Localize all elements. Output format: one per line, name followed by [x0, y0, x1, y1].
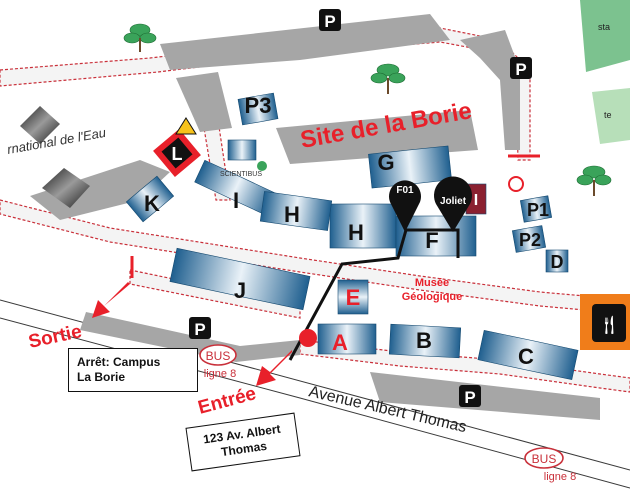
marker-f01[interactable]: F01 [389, 180, 421, 232]
building-b [388, 323, 462, 359]
green-label-2: te [604, 110, 612, 120]
restaurant-block: 🍴︎ [580, 294, 630, 350]
building-a [317, 323, 377, 355]
exit-arrow-icon [92, 282, 130, 318]
label-e: E [346, 285, 361, 310]
label-a: A [332, 330, 348, 355]
red-building-labels: E A [332, 285, 360, 355]
label-d: D [551, 252, 564, 272]
bus-stop-badge-1: BUS ligne 8 [199, 344, 237, 380]
fork-knife-icon: 🍴︎ [598, 315, 621, 335]
building-sciencebus [227, 139, 257, 161]
parking-sign-3: P [194, 320, 205, 339]
building-c [477, 329, 579, 381]
building-p1 [519, 195, 553, 223]
green-label-1: sta [598, 22, 610, 32]
label-h2: H [348, 220, 364, 245]
science-bus-icon [257, 161, 267, 171]
bus-badge-1: BUS [206, 349, 231, 363]
label-c: C [518, 344, 534, 369]
building-p2 [511, 225, 547, 253]
label-small: I [474, 192, 478, 209]
label-p2: P2 [519, 230, 541, 250]
science-bus-label: SCIENTIBUS [220, 171, 262, 178]
marker-f01-label: F01 [396, 185, 414, 196]
green-areas: sta te [580, 0, 630, 144]
route-path [288, 228, 460, 361]
label-p1: P1 [527, 200, 549, 220]
building-h1 [259, 191, 333, 231]
building-e [337, 279, 369, 315]
label-f: F [425, 228, 438, 253]
tree-icon [123, 23, 612, 196]
building-j [169, 247, 311, 311]
label-h1: H [284, 202, 300, 227]
warning-icon [175, 117, 197, 135]
museum-line2: Géologique [402, 291, 463, 303]
bus-badge-2: BUS [532, 452, 557, 466]
marker-joliet[interactable]: Joliet [434, 176, 472, 232]
bus-line-1: ligne 8 [204, 368, 236, 380]
building-p3 [237, 92, 279, 126]
side-road-label: rnational de l'Eau [6, 125, 107, 157]
bus-stop-line1: Arrêt: Campus [77, 355, 161, 369]
bus-stop-badge-2: BUS ligne 8 [524, 447, 576, 483]
marker-joliet-label: Joliet [440, 196, 467, 207]
building-l: L [153, 117, 201, 177]
building-labels: P3 G H F I H K J B C P1 P2 D I [144, 93, 563, 369]
roundabout [508, 176, 524, 192]
entrance-arrow-icon [256, 350, 292, 386]
building-h2 [329, 203, 397, 249]
label-k: K [144, 191, 160, 216]
parking-signs: P P P P [189, 9, 532, 407]
museum-line1: Musée [415, 277, 449, 289]
parking-sign-4: P [464, 388, 475, 407]
parking-sign-1: P [324, 12, 335, 31]
label-b: B [416, 328, 432, 353]
label-g: G [377, 150, 394, 175]
label-i: I [233, 188, 239, 213]
location-dot [299, 329, 317, 347]
building-k [125, 175, 175, 223]
bus-line-2: ligne 8 [544, 471, 576, 483]
parking-sign-2: P [515, 60, 526, 79]
bus-stop-line2: La Borie [77, 370, 126, 384]
label-j: J [234, 278, 246, 303]
entrance-label: Entrée [196, 383, 259, 419]
label-l: L [172, 144, 183, 164]
label-p3: P3 [245, 93, 272, 118]
bus-stop-callout: Arrêt: Campus La Borie [68, 348, 198, 392]
dark-buildings [20, 106, 90, 208]
building-d [545, 249, 569, 273]
